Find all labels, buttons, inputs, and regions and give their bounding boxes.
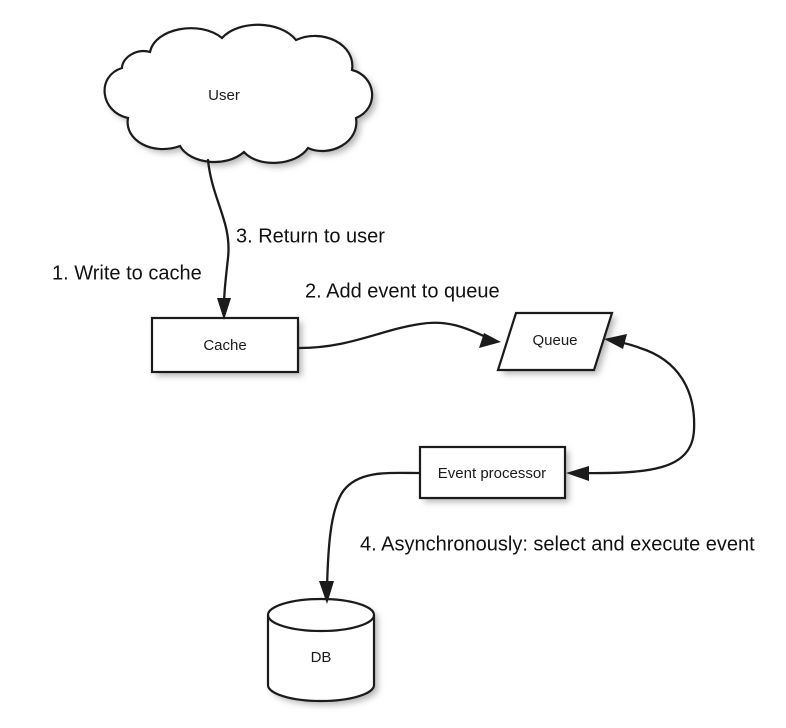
db-body-outline (266, 615, 376, 703)
edge-queue-to-event-processor-arrowhead (566, 466, 589, 481)
node-event-processor[interactable]: Event processor (418, 445, 567, 500)
cloud-shape (104, 24, 373, 163)
edge-cache-to-queue[interactable] (297, 321, 501, 350)
edge-cache-to-queue-line (297, 321, 490, 350)
edge-cache-to-queue-arrowhead (479, 333, 501, 348)
edge-queue-to-event-processor[interactable] (566, 466, 589, 481)
edge-user-to-cache[interactable] (206, 158, 231, 320)
step-label-3: 3. Return to user (236, 225, 385, 247)
node-user-label: User (208, 87, 240, 104)
event-processor-shape (420, 447, 565, 498)
edge-event-processor-to-queue-line (576, 340, 696, 475)
cache-outline (150, 316, 300, 374)
step-label-1: 1. Write to cache (52, 262, 202, 284)
step-label-4: 4. Asynchronously: select and execute ev… (360, 533, 755, 555)
node-db[interactable]: DB (266, 597, 376, 703)
db-shape (268, 599, 374, 701)
edge-user-to-cache-arrowhead (217, 298, 231, 320)
edge-event-processor-to-db[interactable] (319, 471, 421, 604)
cloud-outline (103, 23, 374, 164)
edge-event-processor-to-queue[interactable] (576, 334, 696, 475)
db-top-ellipse (266, 597, 376, 633)
node-db-label: DB (311, 649, 332, 666)
queue-outline (496, 311, 614, 372)
node-cache-label: Cache (203, 337, 246, 354)
node-queue[interactable]: Queue (496, 311, 614, 372)
node-user[interactable]: User (103, 23, 374, 164)
step-label-2: 2. Add event to queue (305, 280, 500, 302)
edge-event-processor-to-db-arrowhead (319, 581, 334, 604)
node-queue-label: Queue (532, 332, 577, 349)
queue-shape (498, 313, 612, 370)
cache-shape (152, 318, 298, 372)
node-cache[interactable]: Cache (150, 316, 300, 374)
node-event-processor-label: Event processor (438, 465, 546, 482)
edge-user-to-cache-line (206, 158, 230, 309)
edge-event-processor-to-db-line (325, 471, 421, 590)
edge-event-processor-to-queue-arrowhead (604, 334, 627, 349)
